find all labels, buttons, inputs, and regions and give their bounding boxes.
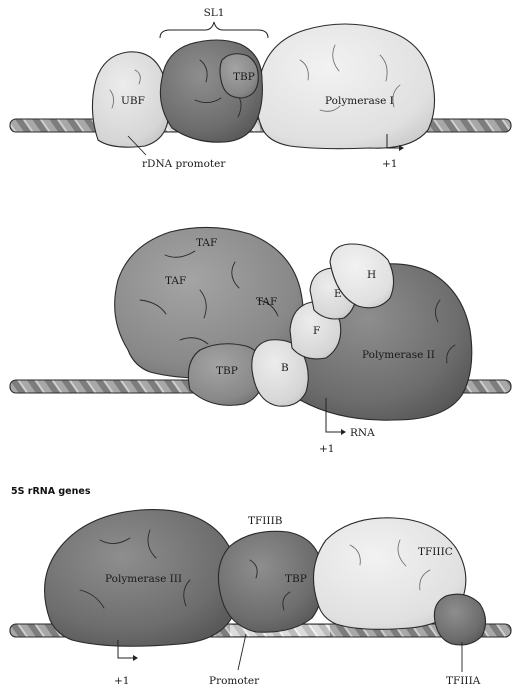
- tfiiib-label: TFIIIB: [248, 515, 283, 527]
- tbp-label-2: TBP: [216, 365, 238, 377]
- start-site-label-3: +1: [114, 675, 129, 687]
- promoter-label: Promoter: [209, 675, 260, 687]
- taf2-label: TAF: [165, 275, 186, 287]
- taf1-label: TAF: [196, 237, 217, 249]
- panel-1-polymerase-i: SL1 UBF Polymerase I TBP rDNA promoter +…: [10, 7, 511, 170]
- ubf-label: UBF: [121, 95, 145, 107]
- rdna-promoter-label: rDNA promoter: [142, 158, 226, 170]
- sl1-bracket: [160, 22, 268, 38]
- tfiib-label: B: [281, 362, 289, 374]
- start-site-label-2: +1: [319, 443, 334, 455]
- taf3-label: TAF: [256, 296, 277, 308]
- polymerase-i-protein: [256, 24, 435, 149]
- tfiif-label: F: [313, 325, 320, 337]
- polymerase-i-label: Polymerase I: [325, 95, 394, 107]
- tfiiib-protein: [218, 531, 322, 632]
- tfiih-label: H: [367, 269, 376, 281]
- sl1-tbp-label: TBP: [233, 71, 255, 83]
- sl1-label: SL1: [204, 7, 225, 19]
- tbp-label-3: TBP: [285, 573, 307, 585]
- five-s-rrna-heading: 5S rRNA genes: [11, 486, 91, 497]
- tfiiic-label: TFIIIC: [418, 546, 453, 558]
- start-site-label-1: +1: [382, 158, 397, 170]
- polymerase-ii-label: Polymerase II: [362, 349, 435, 361]
- panel-2-polymerase-ii: Polymerase II TAF TAF TAF TBP B F E H RN…: [10, 227, 511, 455]
- promoter-pointer: [238, 634, 246, 670]
- rna-label: RNA: [350, 427, 375, 439]
- panel-3-polymerase-iii: 5S rRNA genes Polymerase III TFIIIB TBP …: [10, 486, 511, 687]
- tfiiia-label: TFIIIA: [446, 675, 481, 687]
- polymerase-iii-label: Polymerase III: [105, 573, 182, 585]
- tfiiia-protein: [434, 594, 485, 645]
